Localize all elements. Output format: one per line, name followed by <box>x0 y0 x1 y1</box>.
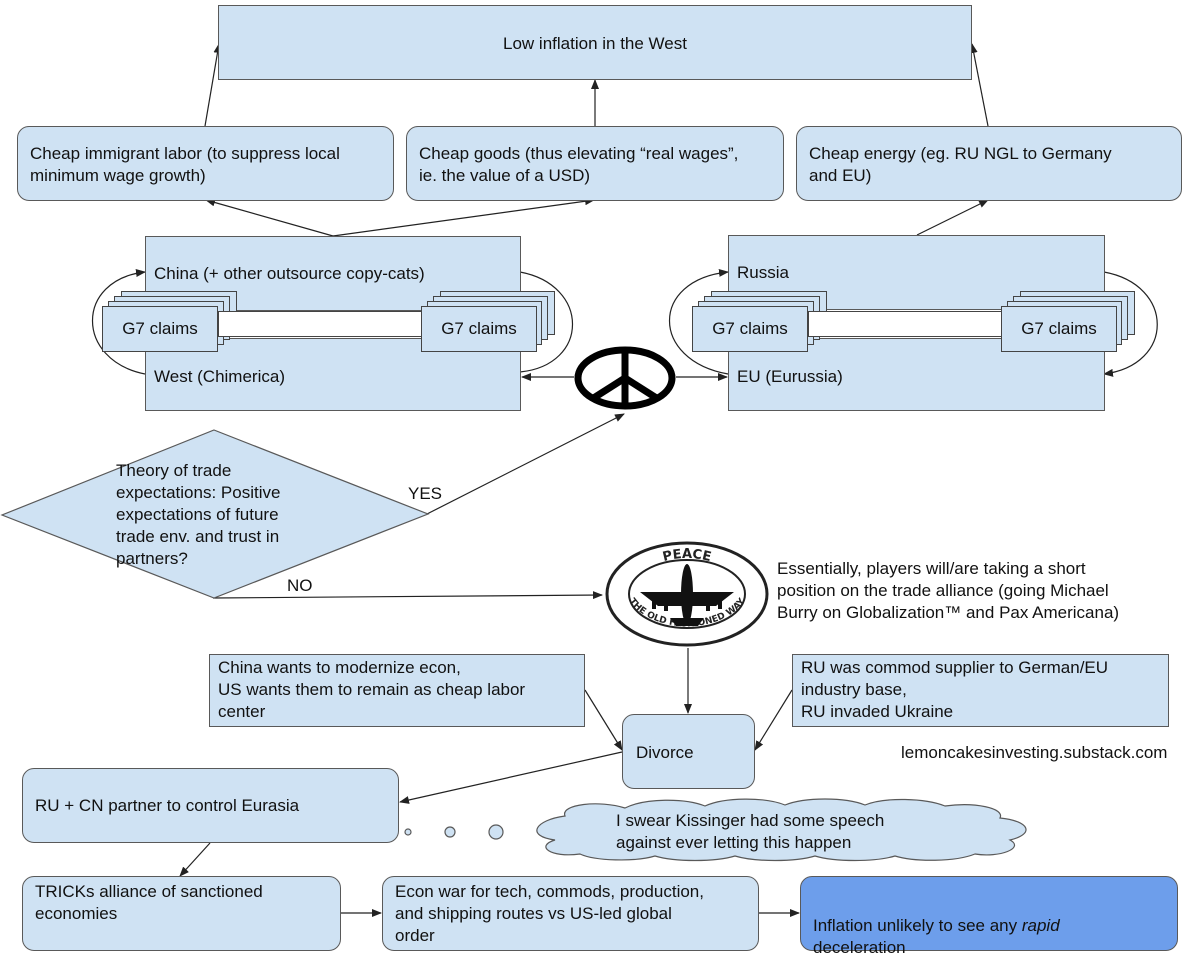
arrow-labor-to-inflation <box>204 43 222 127</box>
g7-connector-right <box>808 311 1002 337</box>
cheap-energy-box: Cheap energy (eg. RU NGL to Germany and … <box>796 126 1182 201</box>
arrow-rucn-to-tricks <box>179 842 211 877</box>
ru-commod-box: RU was commod supplier to German/EU indu… <box>792 654 1169 727</box>
cheap-goods-box: Cheap goods (thus elevating “real wages”… <box>406 126 784 201</box>
immigrant-labor-box: Cheap immigrant labor (to suppress local… <box>17 126 394 201</box>
g7-claims-label: G7 claims <box>122 319 198 338</box>
cheap-energy-label: Cheap energy (eg. RU NGL to Germany and … <box>809 144 1112 185</box>
immigrant-labor-label: Cheap immigrant labor (to suppress local… <box>30 144 340 185</box>
inflation-unlikely-post: deceleration <box>813 938 906 957</box>
short-position-label: Essentially, players will/are taking a s… <box>777 559 1120 622</box>
arrow-energy-to-inflation <box>969 43 989 127</box>
low-inflation-label: Low inflation in the West <box>503 34 687 53</box>
loop-right-inner <box>1103 271 1158 377</box>
tricks-label: TRICKs alliance of sanctioned economies <box>35 882 263 923</box>
ru-commod-label: RU was commod supplier to German/EU indu… <box>801 658 1109 721</box>
ru-cn-box: RU + CN partner to control Eurasia <box>22 768 399 843</box>
g7-claims-label: G7 claims <box>441 319 517 338</box>
arrow-russia-to-energy <box>916 199 989 236</box>
inflation-unlikely-pre: Inflation unlikely to see any <box>813 916 1022 935</box>
china-modernize-box: China wants to modernize econ, US wants … <box>209 654 585 727</box>
theory-diamond <box>0 429 430 599</box>
tricks-box: TRICKs alliance of sanctioned economies <box>22 876 341 951</box>
eu-label: EU (Eurussia) <box>737 367 843 386</box>
arrow-china-to-goods <box>332 197 595 237</box>
no-label: NO <box>287 576 313 595</box>
west-label: West (Chimerica) <box>154 367 285 386</box>
logo-top-text: PEACE <box>661 547 712 565</box>
divorce-label: Divorce <box>636 743 694 762</box>
arrow-ru-to-divorce <box>754 689 793 751</box>
g7-claims-left-a: G7 claims <box>102 306 218 352</box>
g7-claims-right-a: G7 claims <box>692 306 808 352</box>
arrow-china-to-labor <box>205 198 334 237</box>
watermark-label: lemoncakesinvesting.substack.com <box>901 743 1168 762</box>
bomber-peace-logo-icon: PEACE THE OLD FASHIONED WAY <box>605 541 769 647</box>
loop-right-outer <box>668 268 729 375</box>
g7-claims-label: G7 claims <box>1021 319 1097 338</box>
inflation-unlikely-box: Inflation unlikely to see any rapid decel… <box>800 876 1178 957</box>
yes-label: YES <box>408 484 443 503</box>
arrow-no <box>212 591 603 600</box>
inflation-unlikely-emphasis: rapid <box>1021 916 1060 935</box>
loop-left-outer <box>92 269 146 375</box>
g7-claims-right-b: G7 claims <box>1001 306 1117 352</box>
arrow-china-to-divorce <box>584 689 623 751</box>
loop-left-inner <box>519 271 573 373</box>
divorce-box: Divorce <box>622 714 755 789</box>
ru-cn-label: RU + CN partner to control Eurasia <box>35 796 300 815</box>
econ-war-label: Econ war for tech, commods, production, … <box>395 882 704 945</box>
peace-sign-icon <box>574 346 676 410</box>
russia-label: Russia <box>737 263 789 282</box>
thought-cloud-icon <box>404 798 1027 862</box>
econ-war-box: Econ war for tech, commods, production, … <box>382 876 759 951</box>
cheap-goods-label: Cheap goods (thus elevating “real wages”… <box>419 144 739 185</box>
china-label: China (+ other outsource copy-cats) <box>154 264 425 283</box>
china-modernize-label: China wants to modernize econ, US wants … <box>218 658 526 721</box>
kissinger-label: I swear Kissinger had some speech agains… <box>616 811 885 852</box>
theory-label: Theory of trade expectations: Positive e… <box>116 461 281 568</box>
g7-connector-left <box>218 311 422 337</box>
arrow-yes <box>426 413 625 515</box>
g7-claims-left-b: G7 claims <box>421 306 537 352</box>
g7-claims-label: G7 claims <box>712 319 788 338</box>
svg-text:PEACE: PEACE <box>661 547 712 565</box>
low-inflation-box: Low inflation in the West <box>218 5 972 80</box>
inflation-unlikely-label: Inflation unlikely to see any rapid decel… <box>813 893 1060 959</box>
arrow-divorce-to-rucn <box>399 751 623 804</box>
